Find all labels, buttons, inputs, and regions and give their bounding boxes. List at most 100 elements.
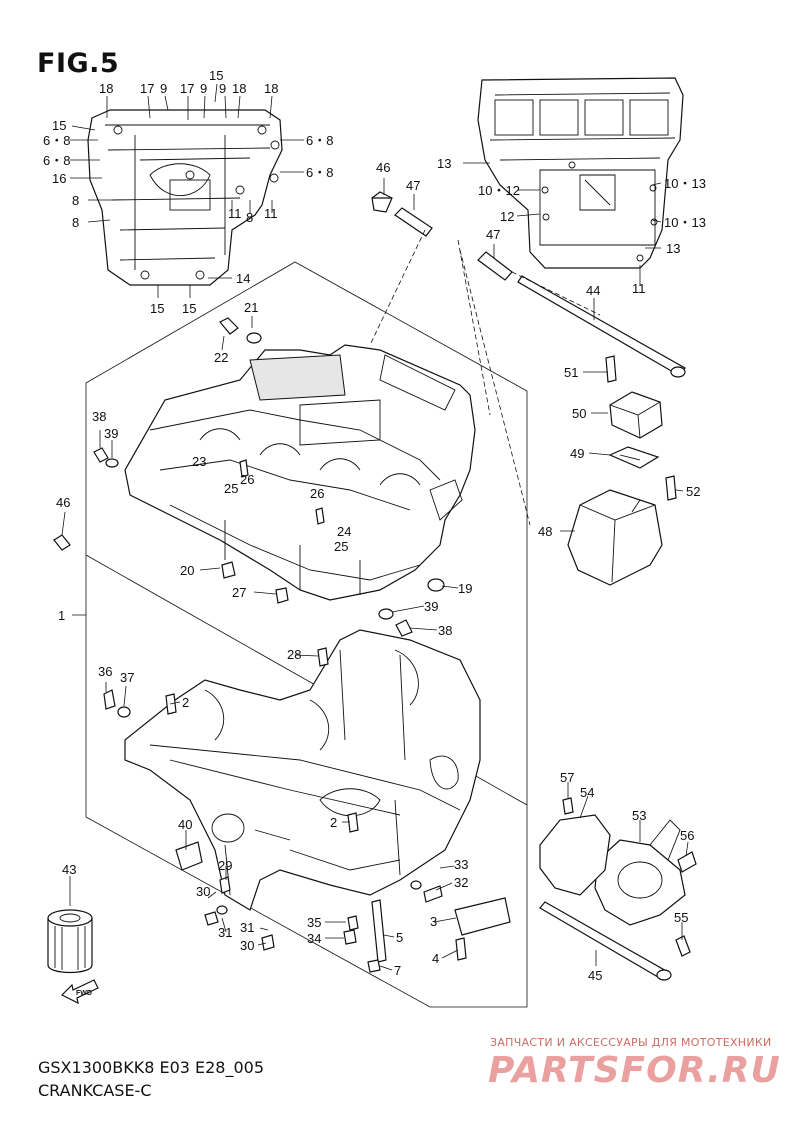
callout: 17 <box>140 81 154 96</box>
callout: 9 <box>160 81 167 96</box>
callout: 36 <box>98 664 112 679</box>
callout: 25 <box>224 481 238 496</box>
callout: 20 <box>180 563 194 578</box>
callout: 46 <box>376 160 390 175</box>
callout: 12 <box>500 209 514 224</box>
callout: 55 <box>674 910 688 925</box>
callout: 11 <box>632 281 646 296</box>
callout: 37 <box>120 670 134 685</box>
callout: 38 <box>92 409 106 424</box>
callout: 43 <box>62 862 76 877</box>
callout: 9 <box>200 81 207 96</box>
callout: 53 <box>632 808 646 823</box>
oil-pan <box>567 489 663 586</box>
upper-crankcase <box>124 344 476 601</box>
callout: 18 <box>232 81 246 96</box>
section-name: CRANKCASE-C <box>38 1081 152 1100</box>
callout: 51 <box>564 365 578 380</box>
callout: 26 <box>240 472 254 487</box>
callout: 18 <box>99 81 113 96</box>
callout: 5 <box>396 930 403 945</box>
callout-labels: 18 17 9 17 9 15 9 18 18 15 6・8 6・8 6・8 6… <box>43 68 706 983</box>
callout: 6・8 <box>306 133 333 148</box>
callout: 30 <box>196 884 210 899</box>
crankcase-top-view <box>477 77 684 269</box>
callout: 31 <box>218 925 232 940</box>
callout: 8 <box>246 210 253 225</box>
callout: 11 <box>264 206 278 221</box>
fasteners <box>53 197 697 973</box>
callout: 28 <box>287 647 301 662</box>
callout: 29 <box>218 858 232 873</box>
callout: 44 <box>586 283 600 298</box>
callout: 6・8 <box>43 133 70 148</box>
callout: 38 <box>438 623 452 638</box>
callout: 31 <box>240 920 254 935</box>
callout: 39 <box>104 426 118 441</box>
callout: 23 <box>192 454 206 469</box>
callout: 26 <box>310 486 324 501</box>
callout: 21 <box>244 300 258 315</box>
callout: 13 <box>666 241 680 256</box>
pump-gasket <box>539 814 611 896</box>
callout: 52 <box>686 484 700 499</box>
callout: 3 <box>430 914 437 929</box>
oil-filter <box>47 909 93 974</box>
callout: 33 <box>454 857 468 872</box>
callout: 8 <box>72 193 79 208</box>
callout: 32 <box>454 875 468 890</box>
callout: 15 <box>52 118 66 133</box>
watermark-logo: PARTSFOR.RU <box>488 1050 781 1091</box>
callout: 56 <box>680 828 694 843</box>
callout: 10・12 <box>478 183 520 198</box>
callout: 57 <box>560 770 574 785</box>
callout: 1 <box>58 608 65 623</box>
callout: 19 <box>458 581 472 596</box>
callout: 8 <box>72 215 79 230</box>
callout: 22 <box>214 350 228 365</box>
watermark-tagline: ЗАПЧАСТИ И АКСЕССУАРЫ ДЛЯ МОТОТЕХНИКИ <box>490 1036 772 1049</box>
callout: 47 <box>406 178 420 193</box>
callout: 10・13 <box>664 176 706 191</box>
callout: 10・13 <box>664 215 706 230</box>
figure-title: FIG.5 <box>37 48 120 79</box>
fwd-arrow: FWD <box>60 979 99 1005</box>
crankcase-bottom-view <box>87 109 283 286</box>
callout: 34 <box>307 931 321 946</box>
alignment-lines <box>369 229 601 526</box>
callout: 50 <box>572 406 586 421</box>
callout: 15 <box>209 68 223 83</box>
callout: 35 <box>307 915 321 930</box>
callout: 6・8 <box>306 165 333 180</box>
callout: 49 <box>570 446 584 461</box>
callout: 15 <box>150 301 164 316</box>
callout: 27 <box>232 585 246 600</box>
callout: 24 <box>337 524 351 539</box>
callout: 30 <box>240 938 254 953</box>
leader-lines <box>61 83 689 971</box>
callout: 15 <box>182 301 196 316</box>
callout: 47 <box>486 227 500 242</box>
callout: 45 <box>588 968 602 983</box>
stud-bolt-lower <box>539 901 672 981</box>
callout: 9 <box>219 81 226 96</box>
callout: 13 <box>437 156 451 171</box>
callout: 18 <box>264 81 278 96</box>
callout: 6・8 <box>43 153 70 168</box>
callout: 16 <box>52 171 66 186</box>
callout: 7 <box>394 963 401 978</box>
model-code: GSX1300BKK8 E03 E28_005 <box>38 1058 265 1077</box>
pump-housing <box>594 819 686 926</box>
callout: 40 <box>178 817 192 832</box>
callout: 25 <box>334 539 348 554</box>
callout: 46 <box>56 495 70 510</box>
callout: 2 <box>330 815 337 830</box>
callout: 54 <box>580 785 594 800</box>
callout: 11 <box>228 206 242 221</box>
callout: 2 <box>182 695 189 710</box>
lower-crankcase <box>124 629 481 911</box>
gasket-part <box>608 446 660 469</box>
cover-part <box>609 391 663 439</box>
callout: 14 <box>236 271 250 286</box>
